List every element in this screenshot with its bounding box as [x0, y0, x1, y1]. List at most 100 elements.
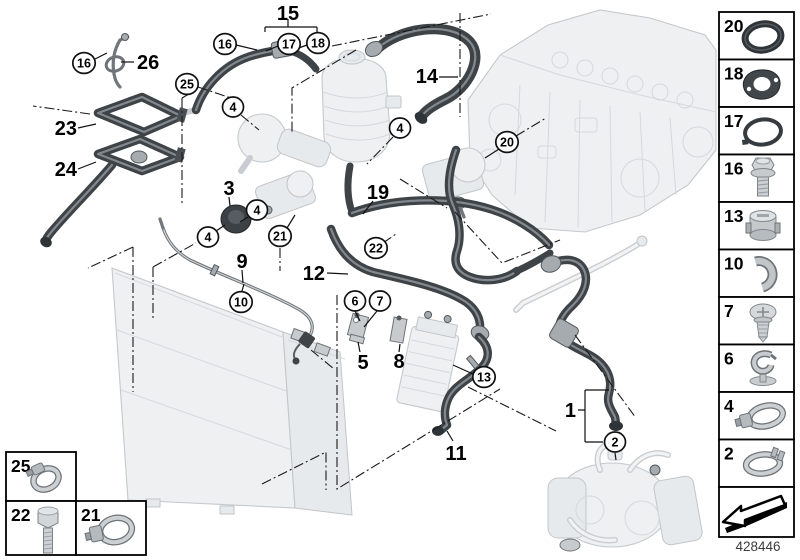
sidebar-box-direction[interactable]	[718, 486, 795, 538]
bracket-part-5-art	[346, 312, 370, 345]
label-24[interactable]: 24	[55, 159, 78, 181]
label-9[interactable]: 9	[236, 251, 247, 273]
svg-text:25: 25	[11, 456, 31, 476]
label-19[interactable]: 19	[367, 182, 389, 204]
label-11[interactable]: 11	[445, 443, 466, 465]
o-ring-seal-icon	[741, 20, 785, 54]
pipe-bracket-part-26-art	[104, 33, 130, 89]
svg-text:6: 6	[724, 349, 734, 369]
expansion-rivet-icon	[749, 303, 777, 343]
label-5[interactable]: 5	[357, 352, 368, 374]
thermostat-part-3-art	[220, 204, 252, 234]
callout-16-left[interactable]: 16	[71, 51, 97, 75]
spring-band-clamp-icon	[742, 446, 786, 477]
callout-21[interactable]: 21	[267, 224, 293, 248]
callout-2[interactable]: 2	[603, 431, 627, 453]
expansion-tank-art	[321, 49, 402, 163]
flange-gasket-icon	[742, 69, 781, 100]
worm-drive-hose-clamp-icon	[734, 402, 786, 430]
sidebar-box-13[interactable]: 13	[718, 201, 795, 251]
svg-text:22: 22	[369, 241, 383, 255]
svg-text:10: 10	[724, 254, 744, 274]
spring-clip-holder-icon	[749, 350, 777, 386]
sidebar-box-17[interactable]: 17	[718, 106, 795, 156]
svg-text:20: 20	[724, 16, 744, 36]
svg-text:7: 7	[724, 301, 734, 321]
callout-4-thermostat-top[interactable]: 4	[245, 199, 269, 221]
svg-text:17: 17	[282, 37, 296, 51]
legend-box-22[interactable]: 22	[5, 500, 77, 556]
label-1[interactable]: 1	[565, 400, 576, 422]
svg-text:17: 17	[724, 111, 743, 131]
sidebar-box-4[interactable]: 4	[718, 391, 795, 441]
water-pump-module-art	[547, 437, 703, 552]
installation-direction-arrow-icon	[721, 494, 787, 533]
hex-flange-bolt-icon	[750, 157, 776, 197]
label-26[interactable]: 26	[137, 52, 159, 74]
svg-text:10: 10	[234, 295, 248, 309]
svg-text:4: 4	[724, 396, 734, 416]
dipstick-tube-art	[513, 235, 648, 313]
svg-text:21: 21	[273, 229, 287, 243]
label-15[interactable]: 15	[277, 3, 299, 25]
svg-text:4: 4	[205, 230, 212, 244]
label-14[interactable]: 14	[416, 66, 439, 88]
leader-lines	[77, 19, 617, 461]
callout-22[interactable]: 22	[363, 236, 389, 260]
callout-20[interactable]: 20	[494, 130, 520, 154]
callout-16-top[interactable]: 16	[212, 32, 238, 56]
callout-18[interactable]: 18	[305, 31, 331, 55]
profile-gasket-ring-icon	[741, 117, 783, 147]
label-3[interactable]: 3	[223, 178, 234, 200]
bracket-part-8-art	[389, 315, 408, 344]
label-8[interactable]: 8	[393, 351, 404, 373]
svg-text:18: 18	[311, 36, 325, 50]
callout-17[interactable]: 17	[276, 32, 302, 56]
callout-13[interactable]: 13	[471, 365, 497, 389]
svg-text:25: 25	[180, 77, 194, 91]
label-12[interactable]: 12	[303, 263, 325, 285]
svg-text:2: 2	[612, 435, 619, 449]
svg-text:16: 16	[77, 56, 91, 70]
electric-coolant-pump-art	[237, 113, 332, 174]
legend-boxes: 25 22 21	[5, 451, 147, 556]
svg-text:16: 16	[724, 159, 744, 179]
svg-text:13: 13	[477, 370, 491, 384]
svg-text:22: 22	[11, 505, 31, 525]
svg-text:4: 4	[230, 100, 237, 114]
svg-text:13: 13	[724, 206, 744, 226]
hoses-art	[40, 29, 623, 436]
svg-text:4: 4	[254, 203, 261, 217]
callout-4-tank-right[interactable]: 4	[388, 117, 412, 139]
callout-4-thermostat-left[interactable]: 4	[196, 226, 220, 248]
svg-text:6: 6	[352, 294, 359, 308]
sidebar-box-16[interactable]: 16	[718, 153, 795, 203]
callout-4-tank-left[interactable]: 4	[221, 96, 245, 118]
callout-7[interactable]: 7	[368, 290, 392, 312]
svg-text:18: 18	[724, 64, 744, 84]
retaining-clip-icon	[754, 256, 778, 293]
radiator-art	[111, 267, 353, 516]
sidebar-box-20[interactable]: 20	[718, 11, 795, 61]
sidebar-box-6[interactable]: 6	[718, 343, 795, 393]
sidebar-box-7[interactable]: 7	[718, 296, 795, 346]
sidebar-box-10[interactable]: 10	[718, 248, 795, 298]
callout-10[interactable]: 10	[228, 290, 254, 314]
hex-bolt-icon	[37, 506, 59, 554]
legend-box-21[interactable]: 21	[75, 500, 147, 556]
callout-6[interactable]: 6	[343, 290, 367, 312]
svg-text:7: 7	[377, 294, 384, 308]
worm-drive-hose-clamp-small-icon	[25, 462, 62, 493]
legend-box-25[interactable]: 25	[5, 451, 77, 502]
callout-25[interactable]: 25	[174, 72, 200, 96]
sidebar-box-2[interactable]: 2	[718, 438, 795, 488]
label-23[interactable]: 23	[55, 118, 77, 140]
sidebar-parts-column: 20 18 17 16	[718, 11, 795, 554]
svg-text:2: 2	[724, 444, 734, 464]
sealing-plug-icon	[745, 210, 781, 241]
sidebar-box-18[interactable]: 18	[718, 58, 795, 108]
svg-text:20: 20	[500, 135, 514, 149]
diagram-part-number: 428446	[735, 539, 780, 554]
